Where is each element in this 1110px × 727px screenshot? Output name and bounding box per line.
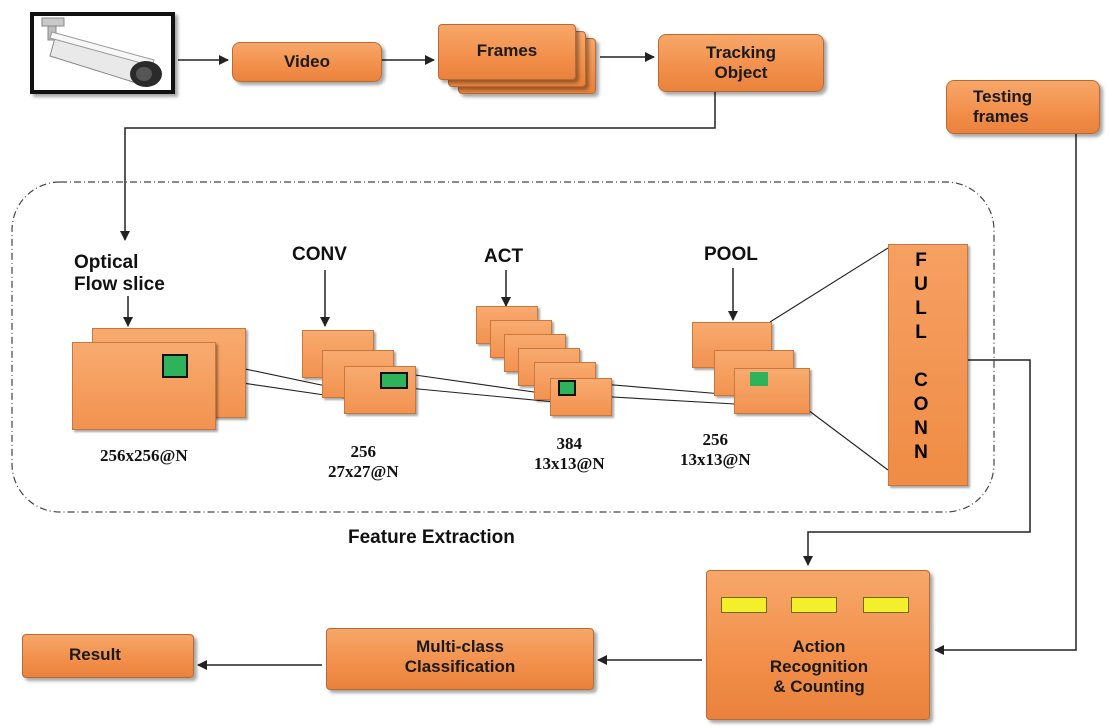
tracking-object-box: Tracking Object [658,34,824,92]
full-conn-letter: F [915,250,927,271]
action-recognition-label: Action Recognition & Counting [769,637,869,696]
testing-frames-box: Testing frames [946,80,1100,134]
neuron-unit [721,597,767,613]
full-conn-letter: L [915,322,927,343]
result-box: Result [22,634,194,678]
pool-kernel [750,372,768,386]
pool-dim-label: 256 13x13@N [680,430,751,469]
input-layer [72,342,216,430]
multi-class-box: Multi-class Classification [326,628,594,690]
projection-line [407,387,556,403]
optical-flow-label: Optical Flow slice [74,252,165,295]
act-label: ACT [484,246,524,267]
action-recognition-box: Action Recognition & Counting [706,570,930,720]
feature-extraction-boundary [11,181,995,513]
input-kernel [162,354,188,378]
full-conn-letter: N [914,442,928,463]
full-conn-layer [888,244,968,486]
projection-line [769,247,889,323]
conv-dim-label: 256 27x27@N [328,442,399,481]
full-conn-letter: L [915,298,927,319]
input-dim-label: 256x256@N [100,446,188,465]
security-camera-icon [30,12,175,94]
conv-kernel [380,372,408,389]
neuron-unit [791,597,837,613]
act-kernel [558,380,576,396]
neuron-unit [863,597,909,613]
feature-extraction-title: Feature Extraction [348,527,515,548]
projection-line [807,409,889,471]
pool-layer [734,368,810,414]
act-dim-label: 384 13x13@N [534,434,605,473]
full-conn-letter: O [913,394,929,415]
full-conn-letter: N [914,418,928,439]
pool-label: POOL [704,244,758,265]
frames-box: Frames [438,24,576,80]
arrow-fullconn-action [803,359,1031,566]
full-conn-letter: U [914,274,928,295]
arrow-testing-action [934,134,1077,655]
frames-stack: Frames [438,24,598,96]
arrow-tracking-opticalflow [120,92,716,241]
conv-label: CONV [292,244,347,265]
full-conn-letter: C [914,370,928,391]
video-box: Video [232,42,382,82]
projection-line [407,373,556,396]
